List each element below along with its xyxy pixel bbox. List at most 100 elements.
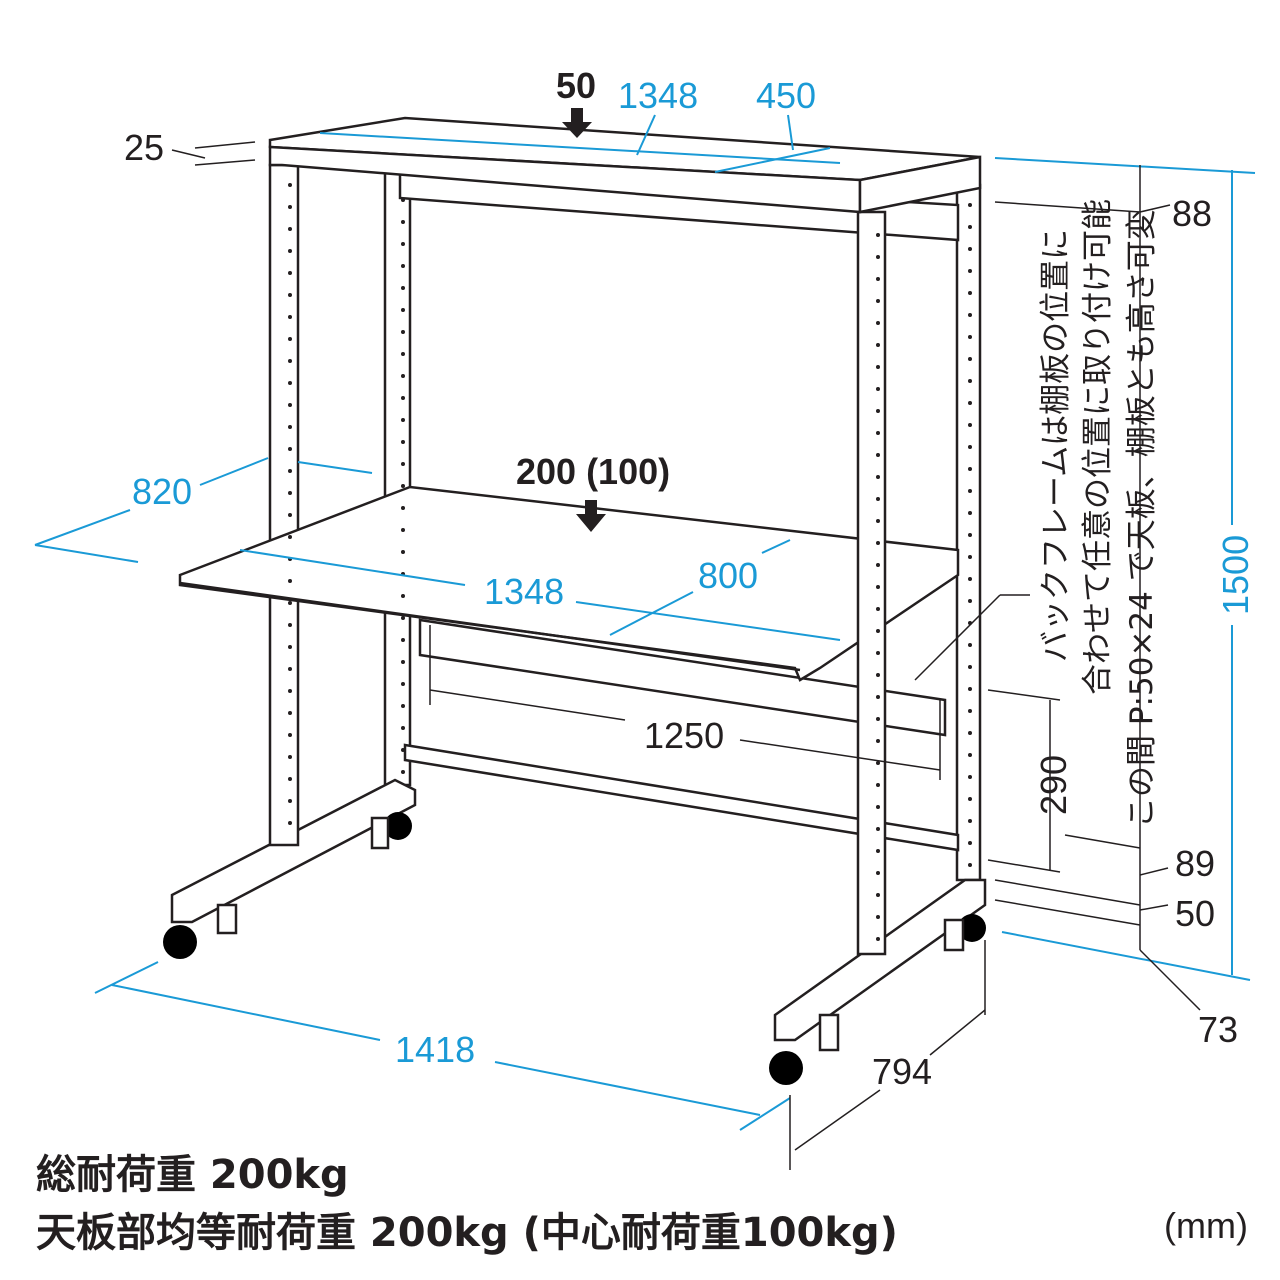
post-hole bbox=[968, 489, 972, 493]
post-hole bbox=[401, 198, 405, 202]
post-hole bbox=[401, 396, 405, 400]
post-hole bbox=[876, 299, 880, 303]
post-hole bbox=[968, 819, 972, 823]
left-foot bbox=[170, 778, 417, 924]
post-hole bbox=[876, 585, 880, 589]
post-hole bbox=[401, 550, 405, 554]
post-hole bbox=[876, 453, 880, 457]
post-hole bbox=[876, 695, 880, 699]
post-hole bbox=[401, 726, 405, 730]
post-hole bbox=[876, 871, 880, 875]
post-hole bbox=[876, 563, 880, 567]
shelf-edge bbox=[179, 581, 801, 672]
post-hole bbox=[288, 293, 292, 297]
post-hole bbox=[968, 797, 972, 801]
post-hole bbox=[876, 431, 880, 435]
post-hole bbox=[288, 667, 292, 671]
post-hole bbox=[288, 271, 292, 275]
post-hole bbox=[876, 717, 880, 721]
left-front-post bbox=[268, 163, 300, 847]
post-hole bbox=[288, 337, 292, 341]
post-hole bbox=[288, 535, 292, 539]
post-hole bbox=[876, 607, 880, 611]
post-hole bbox=[876, 673, 880, 677]
post-hole bbox=[288, 755, 292, 759]
post-hole bbox=[401, 462, 405, 466]
post-hole bbox=[876, 365, 880, 369]
post-hole bbox=[968, 335, 972, 339]
post-hole bbox=[401, 594, 405, 598]
post-hole bbox=[876, 475, 880, 479]
top-thickness-label: 25 bbox=[124, 127, 164, 168]
left-back-post bbox=[383, 158, 412, 787]
post-hole bbox=[288, 821, 292, 825]
post-hole bbox=[401, 506, 405, 510]
post-hole bbox=[876, 761, 880, 765]
pitch-note: この間 P:50×24 で天板、棚板とも高さ可変 bbox=[1124, 209, 1160, 828]
right-foot bbox=[773, 878, 987, 1042]
post-hole bbox=[401, 418, 405, 422]
post-hole bbox=[968, 357, 972, 361]
post-hole bbox=[401, 440, 405, 444]
post-hole bbox=[876, 915, 880, 919]
post-hole bbox=[401, 220, 405, 224]
post-hole bbox=[288, 359, 292, 363]
unit-label: (mm) bbox=[1164, 1205, 1248, 1246]
post-hole bbox=[876, 783, 880, 787]
post-hole bbox=[288, 623, 292, 627]
post-hole bbox=[968, 731, 972, 735]
post-hole bbox=[288, 799, 292, 803]
post-hole bbox=[968, 379, 972, 383]
right-front-post bbox=[856, 210, 887, 956]
post-hole bbox=[968, 863, 972, 867]
post-hole bbox=[288, 689, 292, 693]
post-hole bbox=[288, 227, 292, 231]
post-hole bbox=[876, 255, 880, 259]
caster-wheel bbox=[163, 925, 197, 959]
shelf-width-label: 1348 bbox=[484, 571, 564, 612]
post-hole bbox=[288, 733, 292, 737]
caster-wheel bbox=[384, 812, 412, 840]
post-hole bbox=[288, 381, 292, 385]
post-hole bbox=[288, 645, 292, 649]
post-hole bbox=[401, 748, 405, 752]
foot-73-label: 73 bbox=[1198, 1009, 1238, 1050]
foot-89-label: 89 bbox=[1175, 843, 1215, 884]
arrow-down-icon bbox=[576, 500, 606, 532]
dimension-lines bbox=[34, 114, 1256, 1131]
post-hole bbox=[288, 777, 292, 781]
post-hole bbox=[288, 711, 292, 715]
post-hole bbox=[876, 497, 880, 501]
leader-lines bbox=[171, 141, 1201, 1170]
height-label: 1500 bbox=[1215, 535, 1256, 615]
top-depth-label: 450 bbox=[756, 75, 816, 116]
back-frame-note-line1: バックフレームは棚板の位置に bbox=[1038, 229, 1074, 662]
load-arrow-icons bbox=[562, 108, 606, 532]
post-hole bbox=[968, 577, 972, 581]
post-hole bbox=[968, 269, 972, 273]
post-hole bbox=[876, 387, 880, 391]
post-hole bbox=[401, 374, 405, 378]
shelf-depth-label: 800 bbox=[698, 555, 758, 596]
post-hole bbox=[401, 660, 405, 664]
post-hole bbox=[876, 827, 880, 831]
caster-wheel bbox=[769, 1051, 803, 1085]
post-hole bbox=[968, 753, 972, 757]
post-hole bbox=[876, 805, 880, 809]
post-hole bbox=[401, 330, 405, 334]
post-hole bbox=[876, 343, 880, 347]
overall-width-label: 1418 bbox=[395, 1029, 475, 1070]
post-hole bbox=[401, 770, 405, 774]
post-hole bbox=[401, 682, 405, 686]
post-hole bbox=[968, 313, 972, 317]
back-frame-note-line2: 合わせて任意の位置に取り付け可能 bbox=[1080, 199, 1116, 695]
lower-back-frame bbox=[403, 743, 960, 852]
post-hole bbox=[401, 308, 405, 312]
inner-width-label: 1250 bbox=[644, 715, 724, 756]
post-hole bbox=[288, 579, 292, 583]
post-hole bbox=[968, 401, 972, 405]
post-hole bbox=[876, 519, 880, 523]
post-hole bbox=[968, 599, 972, 603]
